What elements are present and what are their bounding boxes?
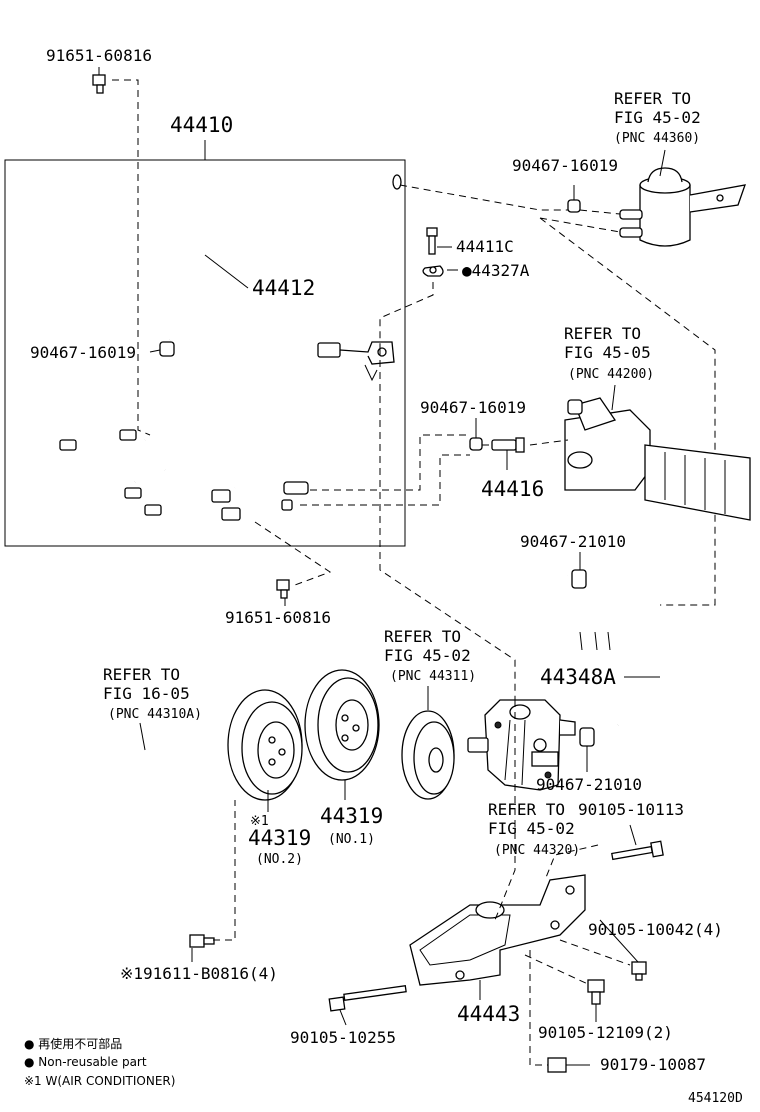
label-clamp-hose-top: 90467-21010 — [520, 532, 626, 551]
label-bolt-91611: ※191611-B0816(4) — [120, 964, 278, 983]
ref-pulley-line3: (PNC 44311) — [390, 669, 476, 684]
clamp-hose-bottom-icon — [579, 727, 595, 772]
clamp-gear-icon — [469, 418, 483, 451]
ref-gear-line2: FIG 45-05 — [564, 343, 651, 362]
suction-hose — [486, 565, 674, 733]
label-pulley-no1: 44319 — [320, 804, 383, 828]
leader-nut-90179 — [529, 950, 548, 1066]
label-pulley-no2-sub: (NO.2) — [256, 852, 303, 867]
legend-line-2: ● Non-reusable part — [24, 1055, 147, 1069]
ref-belt-line1: REFER TO — [103, 665, 180, 684]
label-clamp-gear: 90467-16019 — [420, 398, 526, 417]
ref-pulley-line2: FIG 45-02 — [384, 646, 471, 665]
leader-bolt-12109 — [524, 954, 591, 986]
pulley-no2-icon — [227, 689, 303, 812]
legend-line-3: ※1 W(AIR CONDITIONER) — [24, 1074, 175, 1088]
ref-gear-line1: REFER TO — [564, 324, 641, 343]
nut-90179-icon — [547, 1057, 590, 1073]
label-bolt-90105-10255: 90105-10255 — [290, 1028, 396, 1047]
bolt-91611-icon — [189, 934, 215, 962]
legend-line-1: ● 再使用不可部品 — [24, 1036, 122, 1051]
bolt-bottom-icon — [276, 579, 290, 606]
ref-pulley-line1: REFER TO — [384, 627, 461, 646]
label-bracket: 44443 — [457, 1002, 520, 1026]
bolt-90105-10042-icon — [599, 919, 647, 981]
ref-belt-line3: (PNC 44310A) — [108, 707, 202, 722]
ref-reservoir-line1: REFER TO — [614, 89, 691, 108]
label-bolt-top: 91651-60816 — [46, 46, 152, 65]
reservoir-icon — [619, 149, 746, 247]
ref-reservoir-line3: (PNC 44360) — [614, 131, 700, 146]
hose-clamp-left — [149, 341, 175, 357]
ref-pump-line2: FIG 45-02 — [488, 819, 575, 838]
leader-union-bolt — [379, 282, 434, 348]
label-union-bolt: 44411C — [456, 237, 514, 256]
bolt-90105-10255-icon — [328, 984, 407, 1026]
return-hose — [165, 174, 402, 343]
cooler-tube — [11, 382, 309, 524]
leader-bolt-10042 — [559, 939, 631, 966]
label-clamp-reservoir: 90467-16019 — [512, 156, 618, 175]
label-pulley-no1-sub: (NO.1) — [328, 832, 375, 847]
bolt-90105-10113-icon — [611, 824, 664, 861]
ref-pump-line3: (PNC 44320) — [494, 843, 580, 858]
label-suction-hose: 44348A — [540, 665, 616, 689]
label-bolt-90105-12109: 90105-12109(2) — [538, 1023, 673, 1042]
leader-bracket-right — [379, 348, 516, 700]
label-bolt-bottom: 91651-60816 — [225, 608, 331, 627]
pulley-pump-icon — [401, 686, 455, 800]
label-bolt-90105-10113: 90105-10113 — [578, 800, 684, 819]
leader-bolt-top — [112, 79, 151, 436]
leader-bracket-left — [494, 700, 599, 921]
leader-gear — [300, 434, 569, 506]
ref-gear-line3: (PNC 44200) — [568, 367, 654, 382]
label-union-44416: 44416 — [481, 477, 544, 501]
bracket-icon — [409, 874, 586, 1000]
label-pulley-no2: 44319 — [248, 826, 311, 850]
pulley-no1-icon — [304, 669, 380, 800]
label-pipe-assy: 44410 — [170, 113, 233, 137]
label-return-hose: 44412 — [252, 276, 315, 300]
leader-bolt-bottom — [254, 521, 332, 586]
v-belt-icon — [64, 722, 235, 864]
ref-belt-line2: FIG 16-05 — [103, 684, 190, 703]
label-clamp-hose-bottom: 90467-21010 — [536, 775, 642, 794]
union-bolt-icon — [422, 227, 458, 277]
ref-reservoir-line2: FIG 45-02 — [614, 108, 701, 127]
label-clamp-left: 90467-16019 — [30, 343, 136, 362]
label-gasket: ●44327A — [462, 261, 530, 280]
bolt-top-icon — [92, 67, 106, 94]
diagram-id: 454120D — [688, 1091, 743, 1106]
ref-pump-line1: REFER TO — [488, 800, 565, 819]
label-pulley-no2-mark: ※1 — [250, 814, 269, 829]
clamp-hose-top-icon — [571, 552, 587, 589]
label-nut-90179: 90179-10087 — [600, 1055, 706, 1074]
steering-gear-icon — [564, 384, 751, 521]
bolt-90105-12109-icon — [587, 979, 605, 1022]
clamp-reservoir-icon — [567, 185, 581, 213]
pressure-tube — [143, 341, 395, 441]
union-44416-icon — [491, 437, 525, 470]
label-bolt-90105-10042: 90105-10042(4) — [588, 920, 723, 939]
